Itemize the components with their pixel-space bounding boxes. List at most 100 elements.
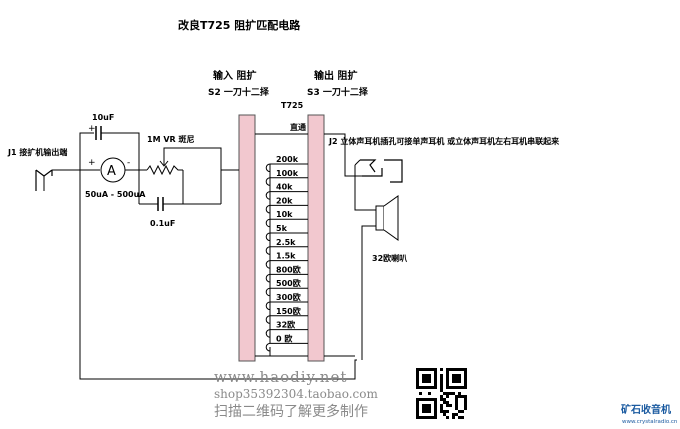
speaker-icon	[375, 205, 385, 231]
tap-label: 800欧	[276, 264, 301, 274]
speaker-label: 32欧喇叭	[372, 253, 407, 263]
qr-module	[440, 374, 443, 377]
qr-module	[458, 416, 461, 419]
watermark-url: www.haodiy.net	[214, 368, 347, 386]
tap-label: 0 欧	[276, 333, 292, 343]
output-switch-label: S3 一刀十二择	[307, 86, 369, 98]
direct-label: 直通	[290, 122, 306, 132]
qr-module	[446, 410, 449, 413]
qr-module	[464, 401, 467, 404]
tap-label: 150欧	[276, 306, 301, 316]
brand-logo: 矿石收音机	[621, 403, 671, 416]
wire-j1-top	[52, 132, 94, 171]
tap-label: 2.5k	[276, 238, 296, 247]
tap-label: 5k	[276, 224, 288, 233]
qr-module	[458, 392, 461, 395]
qr-module	[440, 383, 443, 386]
coil-loop	[265, 273, 271, 283]
qr-module	[455, 395, 458, 398]
meter-range: 50uA - 500uA	[85, 190, 146, 199]
vr-label: 1M VR 斑尼	[147, 134, 194, 144]
tap-label: 40k	[276, 183, 293, 192]
wire-cap1-right	[101, 132, 140, 170]
speaker-cone	[383, 195, 399, 241]
qr-module	[458, 410, 461, 413]
j1-label: J1 接扩机输出端	[7, 147, 67, 157]
qr-module	[452, 413, 455, 416]
qr-module	[458, 395, 461, 398]
qr-module	[455, 401, 458, 404]
tap-label: 300欧	[276, 292, 301, 302]
coil-loop	[265, 315, 271, 324]
wire-j2-switch	[354, 159, 361, 166]
tap-label: 1.5k	[276, 252, 296, 261]
transformer-label: T725	[281, 101, 304, 110]
qr-module	[443, 410, 446, 413]
coil-loop	[265, 163, 271, 173]
tap-list: 200k 100k 40k 20k 10k 5k 2.5k 1.5k 800欧 500欧 300欧 1…	[270, 155, 308, 344]
qr-module	[440, 380, 443, 383]
qr-module	[461, 416, 464, 419]
qr-module	[455, 413, 458, 416]
transformer-coil	[265, 163, 271, 352]
coil-loop	[265, 218, 271, 228]
qr-module	[464, 404, 467, 407]
qr-module	[455, 398, 458, 401]
coil-loop	[265, 342, 271, 352]
wire-ground-return	[79, 170, 357, 380]
tap-label: 10k	[276, 210, 293, 219]
coil-loop	[265, 260, 271, 269]
qr-module	[446, 392, 449, 395]
output-label: 输出 阻扩	[314, 69, 357, 82]
cap1-plus: +	[88, 124, 96, 134]
tap-label: 20k	[276, 196, 293, 205]
qr-module	[464, 407, 467, 410]
input-switch-label: S2 一刀十二择	[208, 86, 270, 98]
coil-loop	[265, 301, 271, 311]
qr-module	[455, 407, 458, 410]
qr-module	[440, 404, 443, 407]
cap2-label: 0.1uF	[150, 219, 175, 228]
watermark-shop: shop35392304.taobao.com	[214, 387, 378, 401]
qr-finder	[422, 404, 431, 413]
meter-plus: +	[88, 158, 96, 168]
meter-minus: -	[127, 158, 130, 168]
qr-module	[455, 404, 458, 407]
qr-module	[440, 389, 443, 392]
qr-finder	[452, 374, 461, 383]
qr-module	[440, 368, 443, 371]
coil-loop	[265, 177, 271, 186]
qr-module	[461, 410, 464, 413]
qr-module	[428, 392, 431, 395]
qr-module	[449, 404, 452, 407]
wire-vr-wiper	[163, 147, 222, 170]
vr-resistor-icon	[146, 164, 183, 176]
tap-label: 32欧	[276, 320, 295, 330]
j2-jack-icon	[360, 159, 403, 183]
coil-loop	[265, 246, 271, 255]
output-core	[307, 114, 325, 362]
watermark-scan: 扫描二维码了解更多制作	[214, 403, 368, 420]
qr-module	[440, 410, 443, 413]
qr-module	[440, 407, 443, 410]
wire-to-speaker	[354, 165, 376, 211]
tap-label: 200k	[276, 155, 299, 164]
tap-label: 500欧	[276, 278, 301, 288]
qr-module	[443, 401, 446, 404]
qr-module	[440, 377, 443, 380]
qr-module	[464, 395, 467, 398]
cap1-label: 10uF	[92, 113, 114, 122]
meter-symbol: A	[107, 164, 116, 179]
qr-module	[446, 395, 449, 398]
coil-loop	[265, 204, 271, 214]
qr-module	[440, 395, 443, 398]
wire-out-top	[324, 133, 362, 177]
wire-speaker-return	[361, 225, 376, 360]
input-label: 输入 阻扩	[213, 69, 256, 82]
qr-module	[440, 398, 443, 401]
qr-module	[443, 413, 446, 416]
tap-label: 100k	[276, 169, 299, 178]
j2-label: J2 立体声耳机插孔可接单声耳机 或立体声耳机左右耳机串联起来	[328, 136, 560, 146]
coil-loop	[265, 191, 271, 200]
